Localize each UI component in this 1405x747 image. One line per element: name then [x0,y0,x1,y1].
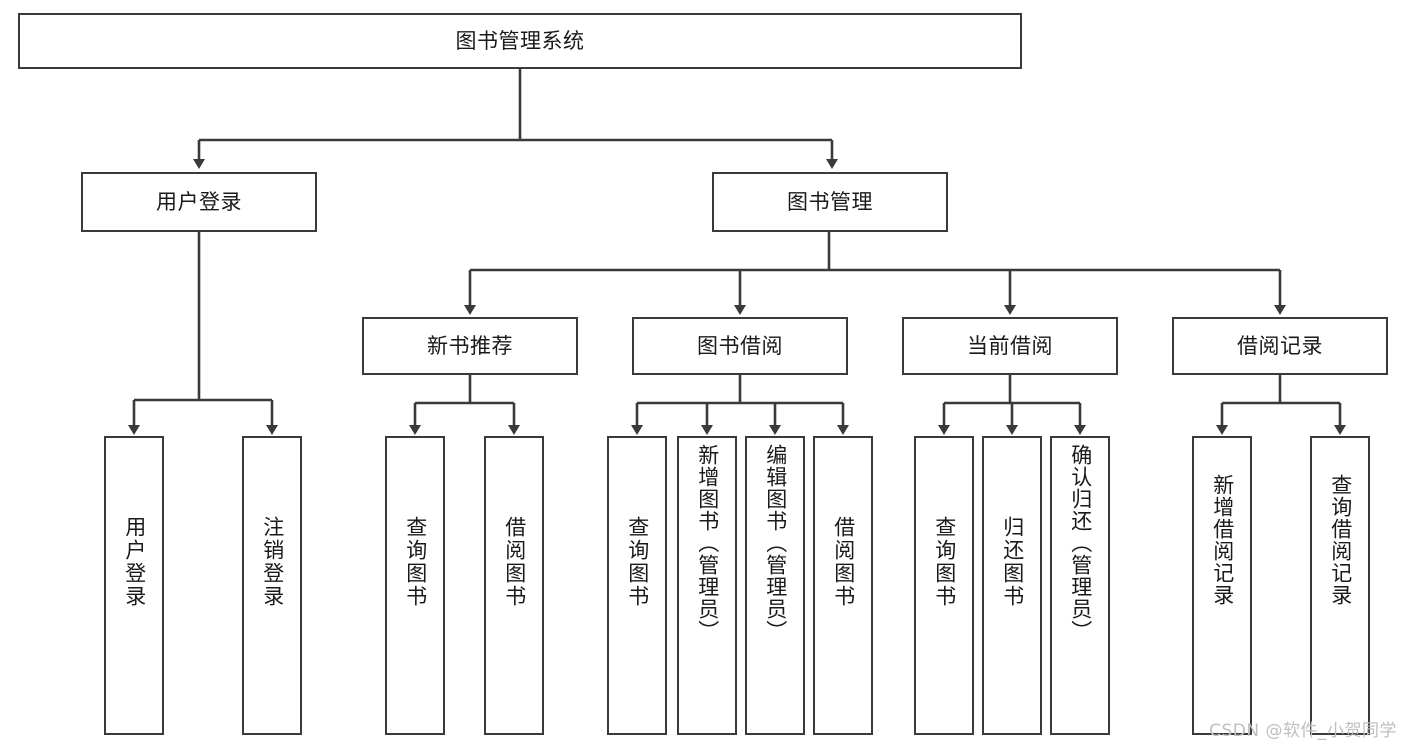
watermark-text: CSDN @软件_小贺同学 [1209,721,1397,741]
node-leaf-return-book-label: 归还图书 [1000,516,1025,608]
node-leaf-query-book-3-label: 查询图书 [932,516,957,608]
node-leaf-borrow-book-1[interactable]: 借阅图书 [484,436,544,735]
node-leaf-edit-book[interactable]: 编辑图书（管理员） [745,436,805,735]
node-leaf-edit-book-label: 编辑图书（管理员） [763,444,788,642]
node-leaf-add-book[interactable]: 新增图书（管理员） [677,436,737,735]
node-leaf-borrow-book-2[interactable]: 借阅图书 [813,436,873,735]
node-book-borrow-label: 图书借阅 [697,333,783,358]
node-leaf-query-book-1-label: 查询图书 [403,516,428,608]
node-current-borrow-label: 当前借阅 [967,333,1053,358]
node-leaf-query-book-2-label: 查询图书 [625,516,650,608]
node-leaf-add-record-label: 新增借阅记录 [1210,474,1235,606]
node-leaf-return-book[interactable]: 归还图书 [982,436,1042,735]
node-leaf-add-book-label: 新增图书（管理员） [695,444,720,642]
node-user-login[interactable]: 用户登录 [81,172,317,232]
node-user-login-label: 用户登录 [156,189,242,214]
node-book-borrow[interactable]: 图书借阅 [632,317,848,375]
node-new-book-recommend[interactable]: 新书推荐 [362,317,578,375]
node-leaf-add-record[interactable]: 新增借阅记录 [1192,436,1252,735]
node-borrow-record-label: 借阅记录 [1237,333,1323,358]
node-leaf-user-login-label: 用户登录 [122,516,147,608]
node-leaf-query-book-3[interactable]: 查询图书 [914,436,974,735]
node-leaf-query-book-2[interactable]: 查询图书 [607,436,667,735]
node-leaf-user-logout[interactable]: 注销登录 [242,436,302,735]
node-borrow-record[interactable]: 借阅记录 [1172,317,1388,375]
node-root-label: 图书管理系统 [455,28,585,53]
node-current-borrow[interactable]: 当前借阅 [902,317,1118,375]
node-leaf-borrow-book-2-label: 借阅图书 [831,516,856,608]
node-book-manage[interactable]: 图书管理 [712,172,948,232]
node-leaf-query-book-1[interactable]: 查询图书 [385,436,445,735]
node-leaf-query-record[interactable]: 查询借阅记录 [1310,436,1370,735]
node-book-manage-label: 图书管理 [787,189,873,214]
node-leaf-confirm-return-label: 确认归还（管理员） [1068,444,1093,642]
node-leaf-user-login[interactable]: 用户登录 [104,436,164,735]
node-leaf-confirm-return[interactable]: 确认归还（管理员） [1050,436,1110,735]
node-root[interactable]: 图书管理系统 [18,13,1022,69]
node-leaf-user-logout-label: 注销登录 [260,516,285,608]
node-leaf-borrow-book-1-label: 借阅图书 [502,516,527,608]
node-new-book-recommend-label: 新书推荐 [427,333,513,358]
node-leaf-query-record-label: 查询借阅记录 [1328,474,1353,606]
